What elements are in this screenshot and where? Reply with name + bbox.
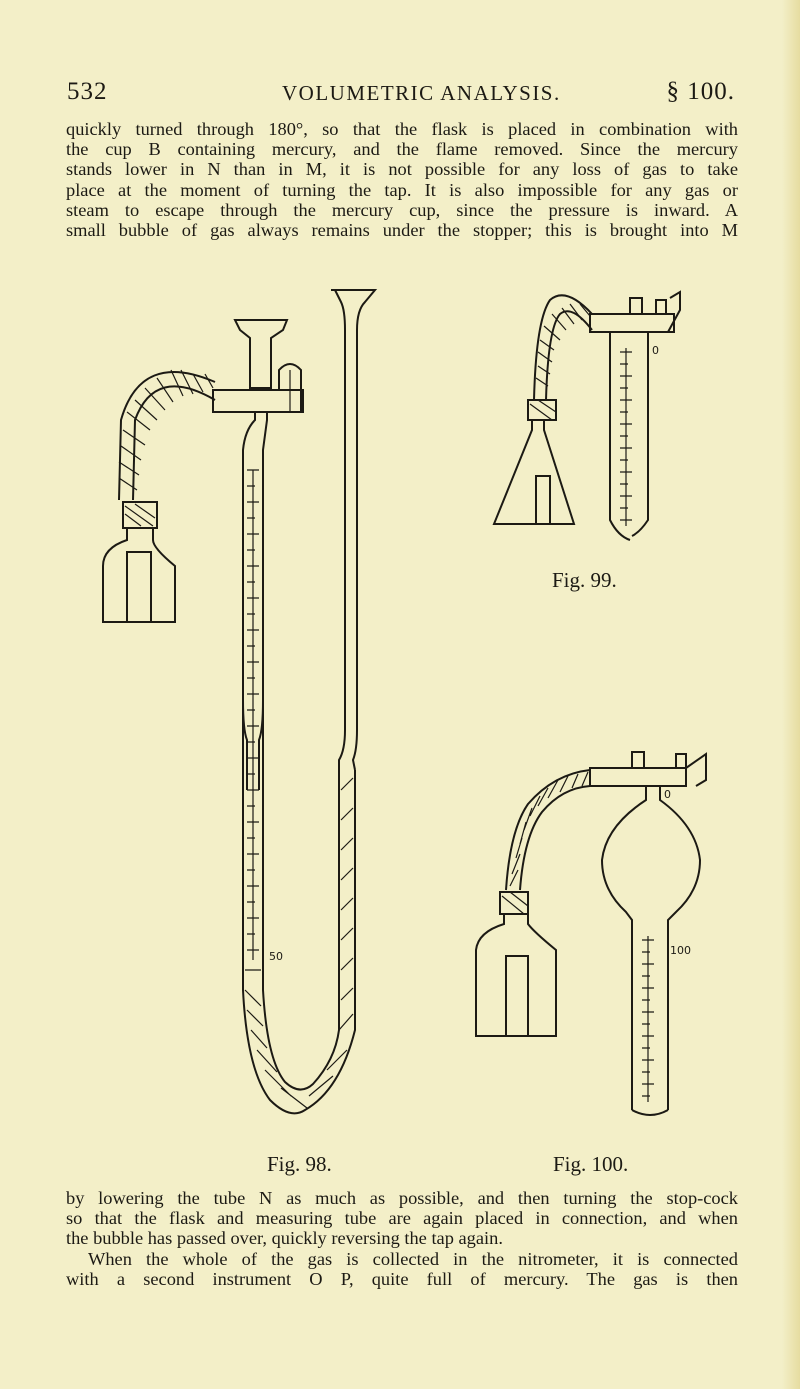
section-number: § 100. bbox=[666, 78, 735, 105]
graduation-marks bbox=[620, 348, 632, 526]
figure-99-apparatus: 0 bbox=[492, 290, 681, 541]
text-line: When the whole of the gas is collected i… bbox=[88, 1248, 738, 1269]
scale-label-0: 0 bbox=[664, 788, 671, 801]
text-line: small bubble of gas always remains under… bbox=[66, 220, 738, 241]
page-edge-shading bbox=[782, 0, 800, 1389]
figure-100-apparatus: 0 100 bbox=[475, 751, 707, 1116]
figure-98-caption: Fig. 98. bbox=[267, 1152, 332, 1176]
graduation-marks bbox=[642, 936, 654, 1102]
text-line: quickly turned through 180°, so that the… bbox=[66, 119, 738, 139]
page-number: 532 bbox=[67, 78, 108, 105]
scale-label-50: 50 bbox=[269, 950, 283, 963]
running-header: 532 VOLUMETRIC ANALYSIS. § 100. bbox=[67, 78, 735, 114]
graduation-marks bbox=[247, 469, 259, 960]
figure-100-caption: Fig. 100. bbox=[553, 1152, 629, 1176]
figure-98-nitrometer: 50 bbox=[102, 289, 378, 1115]
figure-99-caption: Fig. 99. bbox=[552, 568, 617, 592]
text-line: the cup B containing mercury, and the fl… bbox=[66, 139, 738, 160]
text-line: so that the flask and measuring tube are… bbox=[66, 1208, 738, 1229]
running-title: VOLUMETRIC ANALYSIS. bbox=[282, 81, 561, 105]
text-line: stands lower in N than in M, it is not p… bbox=[66, 159, 738, 180]
text-line: with a second instrument O P, quite full… bbox=[66, 1268, 738, 1289]
text-line: by lowering the tube N as much as possib… bbox=[66, 1188, 738, 1208]
paragraph-top: quickly turned through 180°, so that the… bbox=[66, 119, 738, 240]
paragraph-bottom: by lowering the tube N as much as possib… bbox=[66, 1188, 738, 1289]
text-line: the bubble has passed over, quickly reve… bbox=[66, 1228, 503, 1249]
scale-label-0: 0 bbox=[652, 344, 659, 357]
text-line: place at the moment of turning the tap. … bbox=[66, 179, 738, 200]
scale-label-100: 100 bbox=[670, 944, 691, 957]
text-line: steam to escape through the mercury cup,… bbox=[66, 199, 738, 220]
